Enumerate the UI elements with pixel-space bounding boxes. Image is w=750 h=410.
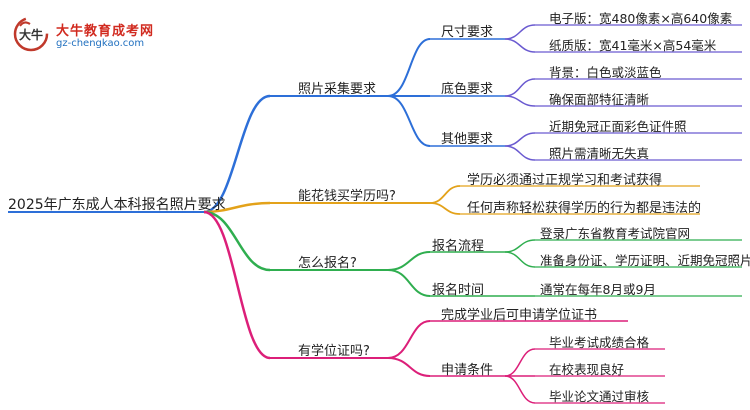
b2-leaf-underlines [460, 185, 700, 215]
node-apply-degree: 完成学业后可申请学位证书 [441, 308, 598, 323]
bull-logo-icon: 大牛 [13, 16, 49, 52]
link-b1-bg-leaf2 [504, 95, 536, 107]
link-b1-bg-leaf1 [504, 78, 536, 97]
leaf-face-clear: 确保面部特征清晰 [549, 92, 650, 107]
link-b1-other-leaf2 [504, 145, 536, 161]
leaf-prepare-docs: 准备身份证、学历证明、近期免冠照片 [540, 253, 750, 268]
link-b1-other-leaf1 [504, 132, 536, 147]
link-b3-process-leaf2 [504, 251, 536, 268]
leaf-good-conduct: 在校表现良好 [549, 362, 625, 377]
mindmap-root: 2025年广东成人本科报名照片要求 [8, 197, 226, 213]
link-b4-cond-leaf1 [504, 348, 536, 377]
logo-mark-glyph: 大牛 [19, 27, 43, 42]
node-apply-time: 报名时间 [432, 283, 485, 298]
node-apply-conditions: 申请条件 [441, 363, 494, 378]
b1-leaf-underlines [535, 24, 742, 161]
link-root-branch3 [203, 210, 271, 272]
leaf-no-distortion: 照片需清晰无失真 [549, 146, 650, 161]
link-b4-cond-leaf3 [504, 375, 536, 404]
leaf-recent-photo: 近期免冠正面彩色证件照 [549, 119, 687, 134]
branch-degree-certificate: 有学位证吗? [298, 344, 370, 359]
link-b2-leaf1 [429, 185, 461, 204]
link-b1-size-leaf1 [504, 24, 536, 40]
node-size-requirements: 尺寸要求 [441, 25, 494, 40]
node-formal-study: 学历必须通过正规学习和考试获得 [467, 173, 663, 188]
link-b3-process-leaf1 [504, 239, 536, 253]
link-b3-time [387, 269, 431, 297]
leaf-background: 背景：白色或淡蓝色 [549, 65, 662, 80]
node-illegal-claims: 任何声称轻松获得学历的行为都是违法的 [467, 201, 702, 216]
node-bg-requirements: 底色要求 [441, 82, 494, 97]
b4-leaf-underlines [535, 348, 665, 404]
leaf-paper-size: 纸质版：宽41毫米×高54毫米 [549, 38, 717, 53]
leaf-exam-passed: 毕业考试成绩合格 [549, 335, 650, 350]
link-b4-cond [387, 357, 431, 377]
leaf-thesis-approved: 毕业论文通过审核 [549, 389, 650, 404]
branch-buy-degree: 能花钱买学历吗? [298, 189, 396, 204]
leaf-login-site: 登录广东省教育考试院官网 [540, 226, 691, 241]
branch-photo-requirements: 照片采集要求 [298, 82, 377, 97]
leaf-electronic-size: 电子版：宽480像素×高640像素 [549, 11, 733, 26]
link-b2-leaf2 [429, 202, 461, 215]
leaf-apply-months: 通常在每年8月或9月 [540, 282, 656, 297]
link-b1-size [387, 38, 431, 97]
logo-domain: gz-chengkao.com [56, 38, 145, 49]
link-b1-size-leaf2 [504, 38, 536, 53]
b3-leaf-underlines [535, 239, 742, 297]
logo-brand-name: 大牛教育成考网 [56, 24, 155, 39]
link-root-branch4 [203, 210, 271, 360]
link-b4-degree [387, 320, 431, 359]
node-apply-process: 报名流程 [432, 239, 485, 254]
link-b3-process [387, 251, 431, 271]
branch-how-to-apply: 怎么报名? [298, 256, 357, 271]
node-other-requirements: 其他要求 [441, 132, 494, 147]
site-logo: 大牛 大牛教育成考网 gz-chengkao.com [12, 14, 182, 54]
link-root-branch1 [203, 94, 271, 214]
link-b1-other [387, 95, 431, 147]
